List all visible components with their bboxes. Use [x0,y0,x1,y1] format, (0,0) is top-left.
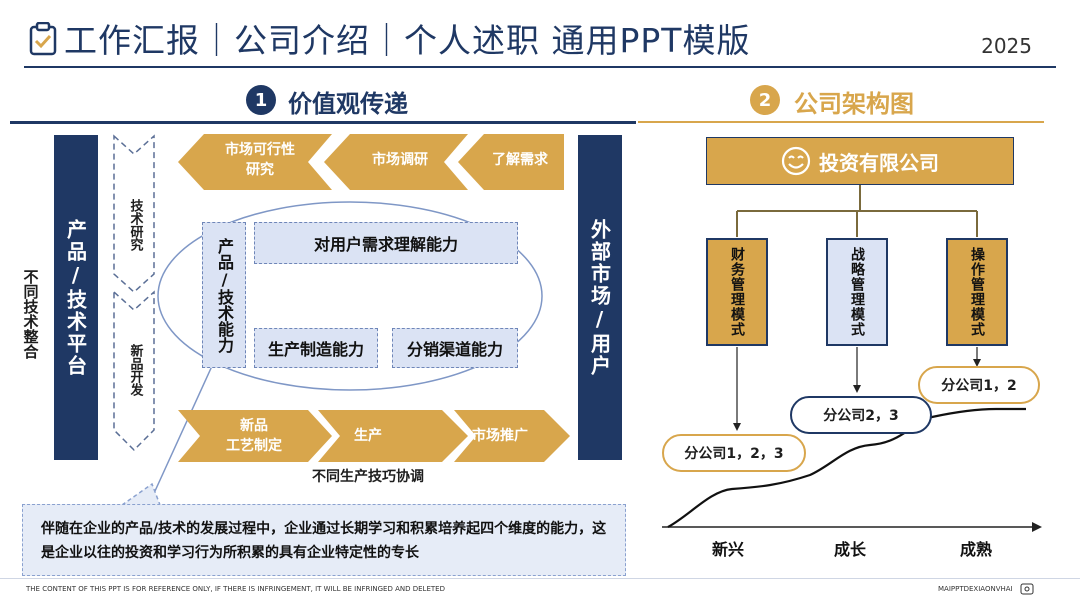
mode-strategy: 战略管理模式 [826,238,888,346]
section2-title: 公司架构图 [794,90,914,118]
stage-growth: 成长 [834,540,867,559]
left-bar-platform: 产品/技术平台 [54,135,98,460]
arrow-needs: 了解需求 [492,152,548,168]
top-company-label: 投资有限公司 [819,150,939,175]
top-arrow-chain [178,134,564,190]
branch-strategy: 分公司2，3 [790,396,932,434]
arrow-feasibility: 市场可行性 研究 [225,142,295,178]
section1-title: 价值观传递 [288,90,408,118]
mode-finance: 财务管理模式 [706,238,768,346]
chevron-tech-research: 技术研究 [127,199,143,251]
smiley-icon [781,146,811,176]
section2-badge: 2 [750,85,780,115]
arrow-production: 生产 [354,428,382,444]
section1-underline [10,121,636,124]
arrow-marketing: 市场推广 [472,428,528,444]
arrow-research: 市场调研 [372,152,428,168]
header-divider [24,66,1056,68]
year-label: 2025 [981,34,1032,58]
note-box: 伴随在企业的产品/技术的发展过程中，企业通过长期学习和积累培养起四个维度的能力，… [22,504,626,576]
clipboard-check-icon [29,22,57,56]
core-capability: 产品/技术能力 [202,222,246,368]
capability-distribution: 分销渠道能力 [392,328,518,368]
footer-brand: MAIPPTDEXIAONVHAI [938,585,1013,593]
footer-disclaimer: THE CONTENT OF THIS PPT IS FOR REFERENCE… [26,585,445,593]
page-title: 工作汇报｜公司介绍｜个人述职 通用PPT模版 [64,21,751,60]
chevron-new-product: 新品开发 [127,344,143,396]
org-connectors [662,185,1042,532]
brand-icon [1020,583,1034,595]
top-company-box: 投资有限公司 [706,137,1014,185]
branch-finance: 分公司1，2，3 [662,434,806,472]
section2-underline [638,121,1044,123]
branch-operation: 分公司1，2 [918,366,1040,404]
capability-ellipse [150,201,543,503]
dev-chevrons [113,134,155,452]
note-pointer [121,482,161,506]
section1-badge: 1 [246,85,276,115]
footer-divider [0,578,1080,579]
stage-emerging: 新兴 [712,540,745,559]
stage-mature: 成熟 [960,540,993,559]
arrow-process: 新品 工艺制定 [226,418,282,454]
capability-manufacturing: 生产制造能力 [254,328,378,368]
right-bar-market: 外部市场/用户 [578,135,622,460]
side-label: 不同技术整合 [21,269,40,359]
bottom-arrow-chain [178,410,570,462]
mode-operation: 操作管理模式 [946,238,1008,346]
bottom-caption: 不同生产技巧协调 [312,469,424,485]
capability-user-needs: 对用户需求理解能力 [254,222,518,264]
